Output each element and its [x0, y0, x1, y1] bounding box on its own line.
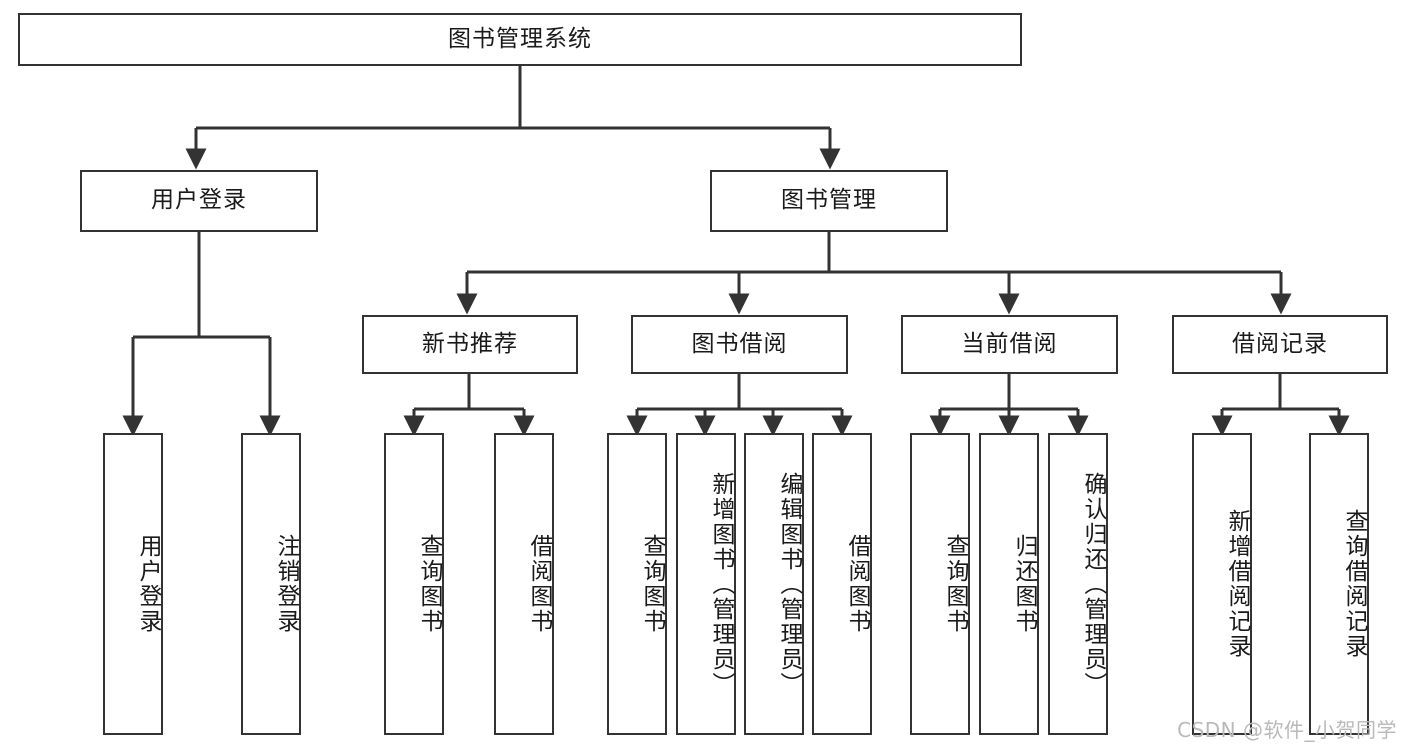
node-label: 编辑图书（管理员）: [776, 471, 802, 697]
node-label: 新增图书（管理员）: [708, 471, 734, 697]
leaf-borrow-record-add-record[interactable]: 新增借阅记录: [1192, 433, 1252, 735]
node-root-book-management-system[interactable]: 图书管理系统: [18, 13, 1022, 66]
node-label: 用户登录: [151, 187, 247, 214]
node-label: 注销登录: [273, 534, 299, 634]
leaf-current-borrow-query-book[interactable]: 查询图书: [910, 433, 970, 735]
node-label: 查询借阅记录: [1341, 509, 1367, 659]
node-book-management[interactable]: 图书管理: [710, 170, 948, 232]
node-label: 查询图书: [942, 534, 968, 634]
node-user-login[interactable]: 用户登录: [80, 170, 318, 232]
node-new-book-recommend[interactable]: 新书推荐: [362, 315, 578, 374]
node-label: 新书推荐: [422, 330, 518, 357]
node-label: 归还图书: [1011, 534, 1037, 634]
leaf-current-borrow-return-book[interactable]: 归还图书: [979, 433, 1039, 735]
node-book-borrow[interactable]: 图书借阅: [631, 315, 848, 374]
node-label: 图书借阅: [691, 330, 788, 357]
node-label: 借阅图书: [844, 534, 870, 634]
node-borrow-record[interactable]: 借阅记录: [1172, 315, 1388, 374]
leaf-user-login-login[interactable]: 用户登录: [103, 433, 163, 735]
node-label: 图书管理系统: [448, 25, 592, 52]
node-label: 查询图书: [639, 534, 665, 634]
leaf-borrow-record-query-record[interactable]: 查询借阅记录: [1309, 433, 1369, 735]
node-label: 借阅图书: [526, 534, 552, 634]
leaf-book-borrow-edit-book-admin[interactable]: 编辑图书（管理员）: [744, 433, 804, 735]
watermark-text: CSDN @软件_小贺同学: [1177, 718, 1397, 742]
node-label: 图书管理: [781, 187, 877, 214]
leaf-current-borrow-confirm-return-admin[interactable]: 确认归还（管理员）: [1048, 433, 1108, 735]
node-label: 查询图书: [416, 534, 442, 634]
node-label: 新增借阅记录: [1224, 509, 1250, 659]
node-label: 确认归还（管理员）: [1080, 471, 1106, 697]
leaf-book-borrow-add-book-admin[interactable]: 新增图书（管理员）: [676, 433, 736, 735]
leaf-book-borrow-query-book[interactable]: 查询图书: [607, 433, 667, 735]
node-label: 借阅记录: [1232, 330, 1328, 357]
leaf-user-login-logout[interactable]: 注销登录: [241, 433, 301, 735]
leaf-book-borrow-borrow-book[interactable]: 借阅图书: [812, 433, 872, 735]
node-current-borrow[interactable]: 当前借阅: [901, 315, 1118, 374]
leaf-new-book-borrow-book[interactable]: 借阅图书: [494, 433, 554, 735]
leaf-new-book-query-book[interactable]: 查询图书: [384, 433, 444, 735]
node-label: 用户登录: [135, 534, 161, 634]
node-label: 当前借阅: [961, 330, 1058, 357]
